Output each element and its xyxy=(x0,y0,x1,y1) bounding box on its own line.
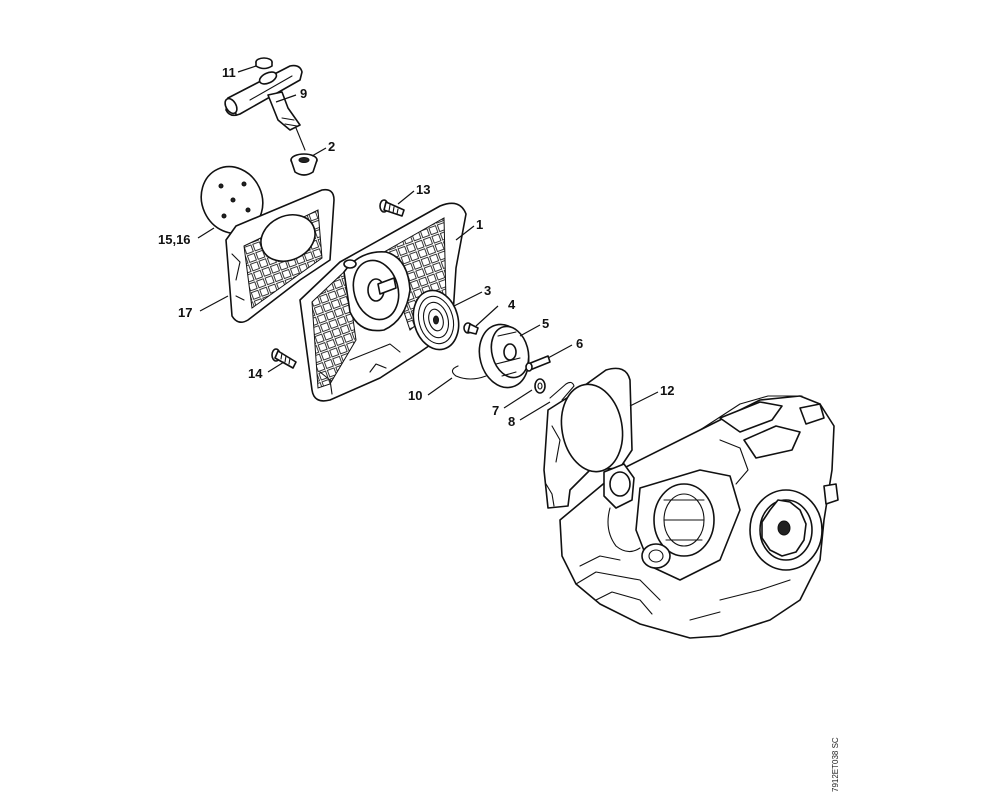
callout-10: 10 xyxy=(408,388,422,403)
leader-lines xyxy=(197,65,659,421)
callout-9: 9 xyxy=(300,86,307,101)
callout-17: 17 xyxy=(178,305,192,320)
part-5-rope-rotor xyxy=(478,323,530,389)
callout-1: 1 xyxy=(476,217,483,232)
part-11-cap xyxy=(255,57,273,70)
callout-13: 13 xyxy=(416,182,430,197)
part-10-starter-rope xyxy=(451,365,487,380)
part-7-washer xyxy=(534,378,546,394)
callout-2: 2 xyxy=(328,139,335,154)
part-8-spring-clip xyxy=(549,381,575,401)
callout-15-16: 15,16 xyxy=(158,232,191,247)
engine-crankcase xyxy=(559,395,839,639)
part-17-grille-shroud xyxy=(225,188,335,324)
part-3-rewind-spring xyxy=(412,289,460,351)
callout-3: 3 xyxy=(484,283,491,298)
callout-labels: 11 9 2 13 1 15,16 17 3 4 5 6 14 10 7 8 1… xyxy=(158,65,674,429)
callout-4: 4 xyxy=(508,297,516,312)
callout-12: 12 xyxy=(660,383,674,398)
callout-14: 14 xyxy=(248,366,263,381)
part-14-screw xyxy=(271,348,297,369)
part-12-air-guide-shroud xyxy=(543,367,633,509)
part-6-pin xyxy=(525,355,551,372)
part-13-screw xyxy=(379,199,405,217)
callout-8: 8 xyxy=(508,414,515,429)
part-4-screw xyxy=(463,322,479,335)
callout-6: 6 xyxy=(576,336,583,351)
callout-7: 7 xyxy=(492,403,499,418)
callout-11: 11 xyxy=(222,65,236,80)
part-9-starter-grip xyxy=(224,64,306,151)
part-2-rope-guide-bush xyxy=(290,153,318,176)
callout-5: 5 xyxy=(542,316,549,331)
drawing-code: 7912ET038 SC xyxy=(831,737,840,792)
